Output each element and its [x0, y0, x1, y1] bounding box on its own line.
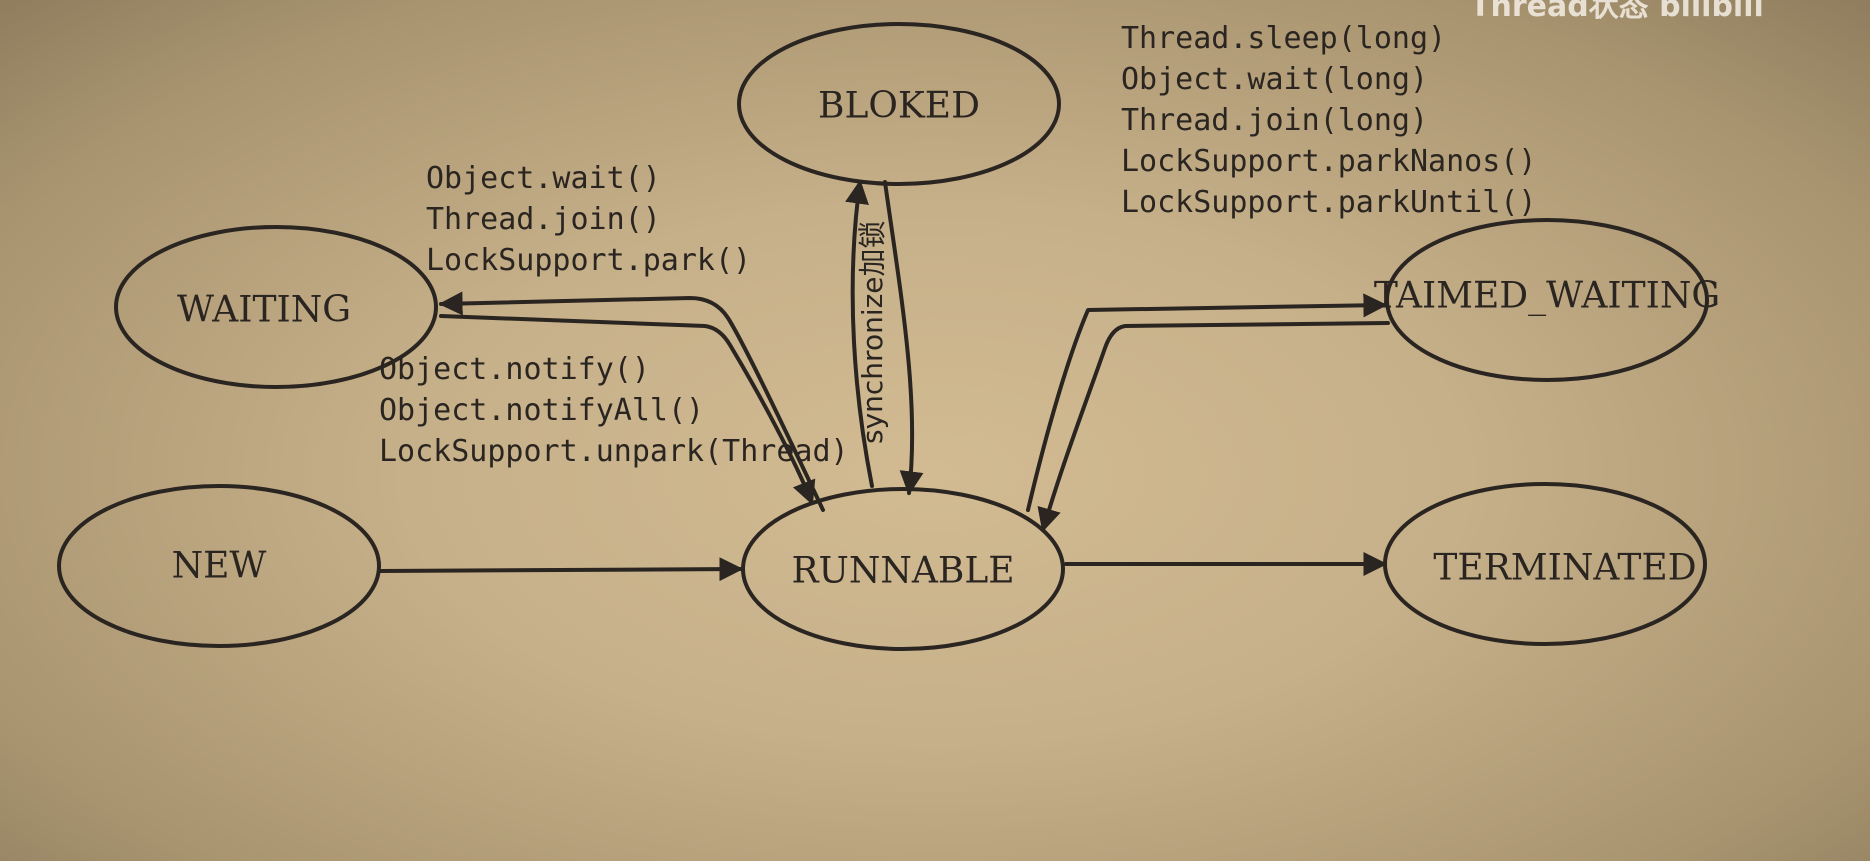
- state-new: NEW: [57, 484, 381, 648]
- method-label: Thread.join(long): [1121, 103, 1428, 138]
- state-new-label: NEW: [172, 546, 267, 587]
- edge-waiting-to-runnable: [439, 314, 816, 506]
- state-timed-waiting: TAIMED_WAITING: [1374, 218, 1720, 382]
- state-terminated: TERMINATED: [1383, 482, 1707, 646]
- method-label: Object.wait(long): [1121, 62, 1428, 97]
- watermark-logo: Thread状态 bilibili: [1470, 0, 1764, 24]
- state-runnable: RUNNABLE: [741, 487, 1065, 651]
- method-label: LockSupport.unpark(Thread): [379, 434, 849, 469]
- state-waiting-label: WAITING: [177, 290, 351, 331]
- state-blocked: BLOKED: [737, 22, 1061, 186]
- synchronize-lock-label: synchronize加锁: [856, 220, 889, 444]
- state-runnable-label: RUNNABLE: [791, 551, 1014, 592]
- method-label: Thread.sleep(long): [1121, 21, 1446, 56]
- svg-text:Thread状态 bilibili: Thread状态 bilibili: [1470, 0, 1764, 24]
- edge-new-to-runnable: [378, 557, 744, 582]
- edge-timed-waiting-to-runnable: [1037, 321, 1390, 533]
- method-label: Object.notify(): [379, 352, 650, 387]
- state-terminated-label: TERMINATED: [1433, 548, 1696, 589]
- method-label: Thread.join(): [426, 202, 661, 237]
- state-timed-waiting-label: TAIMED_WAITING: [1374, 276, 1720, 317]
- edge-runnable-to-blocked: [845, 179, 874, 488]
- edge-runnable-to-timed-waiting: [1026, 293, 1388, 512]
- to-timed-waiting-methods: Thread.sleep(long) Object.wait(long) Thr…: [1121, 21, 1536, 220]
- method-label: Object.notifyAll(): [379, 393, 704, 428]
- to-blocked-label: synchronize加锁: [856, 220, 889, 444]
- method-label: Object.wait(): [426, 161, 661, 196]
- to-waiting-methods: Object.wait() Thread.join() LockSupport.…: [426, 161, 751, 278]
- edge-runnable-to-waiting: [438, 291, 825, 512]
- state-blocked-label: BLOKED: [818, 86, 980, 127]
- method-label: LockSupport.parkNanos(): [1121, 144, 1536, 179]
- method-label: LockSupport.park(): [426, 243, 751, 278]
- from-waiting-methods: Object.notify() Object.notifyAll() LockS…: [379, 352, 849, 469]
- state-waiting: WAITING: [114, 225, 438, 389]
- method-label: LockSupport.parkUntil(): [1121, 185, 1536, 220]
- edge-blocked-to-runnable: [883, 180, 924, 496]
